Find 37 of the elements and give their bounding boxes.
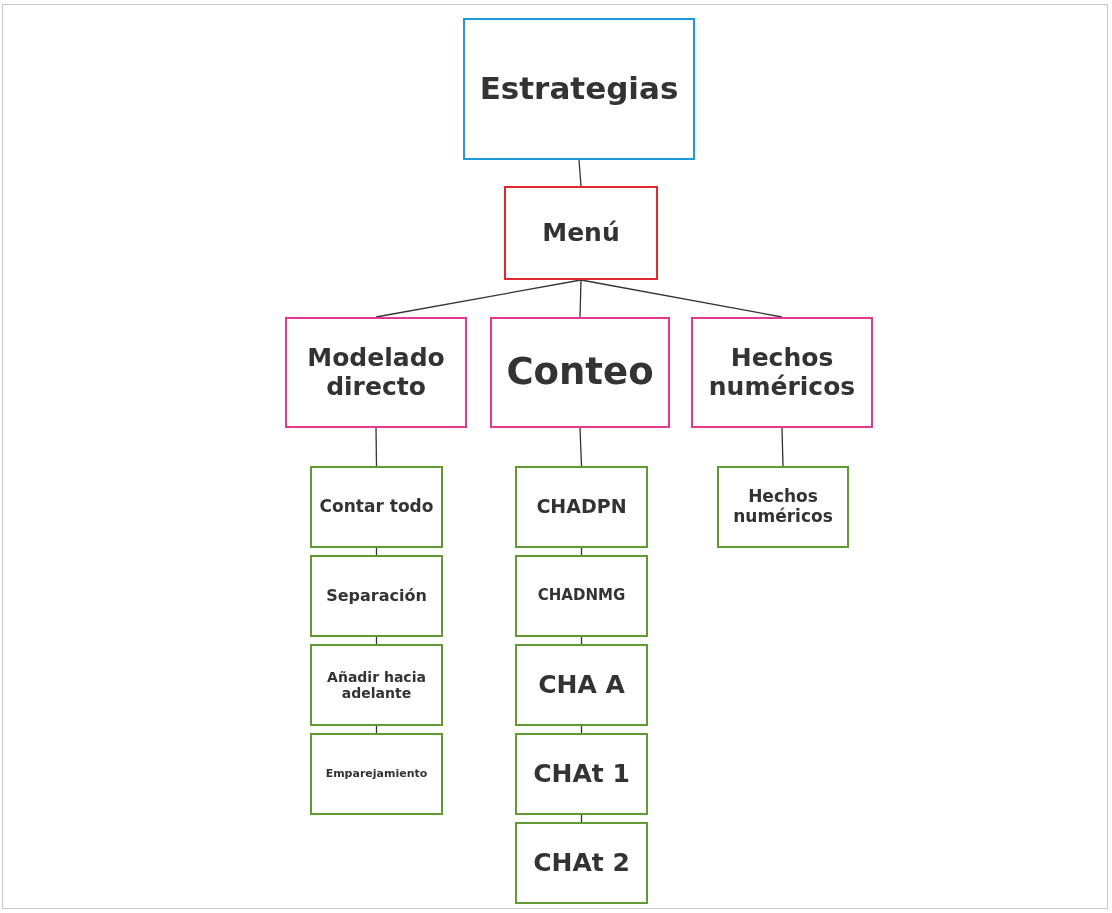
node-label: CHADPN (536, 496, 627, 518)
node-label: Estrategias (479, 71, 679, 107)
node-label: CHADNMG (537, 587, 626, 605)
node-label: CHAt 1 (533, 759, 630, 789)
node-label: Menú (542, 218, 620, 248)
process-box (490, 317, 670, 428)
process-box (717, 466, 849, 548)
node-label: Contar todo (319, 497, 434, 517)
connector-line (375, 427, 378, 467)
node-label: CHAt 2 (533, 848, 630, 878)
process-box (285, 317, 467, 428)
process-box (515, 822, 648, 904)
node-label: Añadir hacia adelante (326, 668, 427, 702)
process-box (515, 555, 648, 637)
connector-line (579, 279, 582, 318)
process-box (515, 733, 648, 815)
connector-line (579, 427, 583, 467)
node-label: Hechos numéricos (707, 343, 857, 402)
process-box (515, 644, 648, 726)
connector-line (375, 279, 582, 318)
connector-line (580, 279, 783, 318)
process-box (515, 466, 648, 548)
process-box (310, 644, 443, 726)
node-label: Modelado directo (306, 343, 446, 402)
node-label: Emparejamiento (325, 767, 428, 781)
node-label: Separación (326, 586, 427, 606)
process-box (310, 555, 443, 637)
process-box (463, 18, 695, 160)
process-box (504, 186, 658, 280)
connector-line (578, 159, 582, 187)
process-box (310, 466, 443, 548)
connector-line (781, 427, 784, 467)
node-label: Hechos numéricos (732, 487, 834, 527)
process-box (310, 733, 443, 815)
node-label: CHA A (538, 670, 625, 700)
node-label: Conteo (506, 351, 654, 394)
process-box (691, 317, 873, 428)
